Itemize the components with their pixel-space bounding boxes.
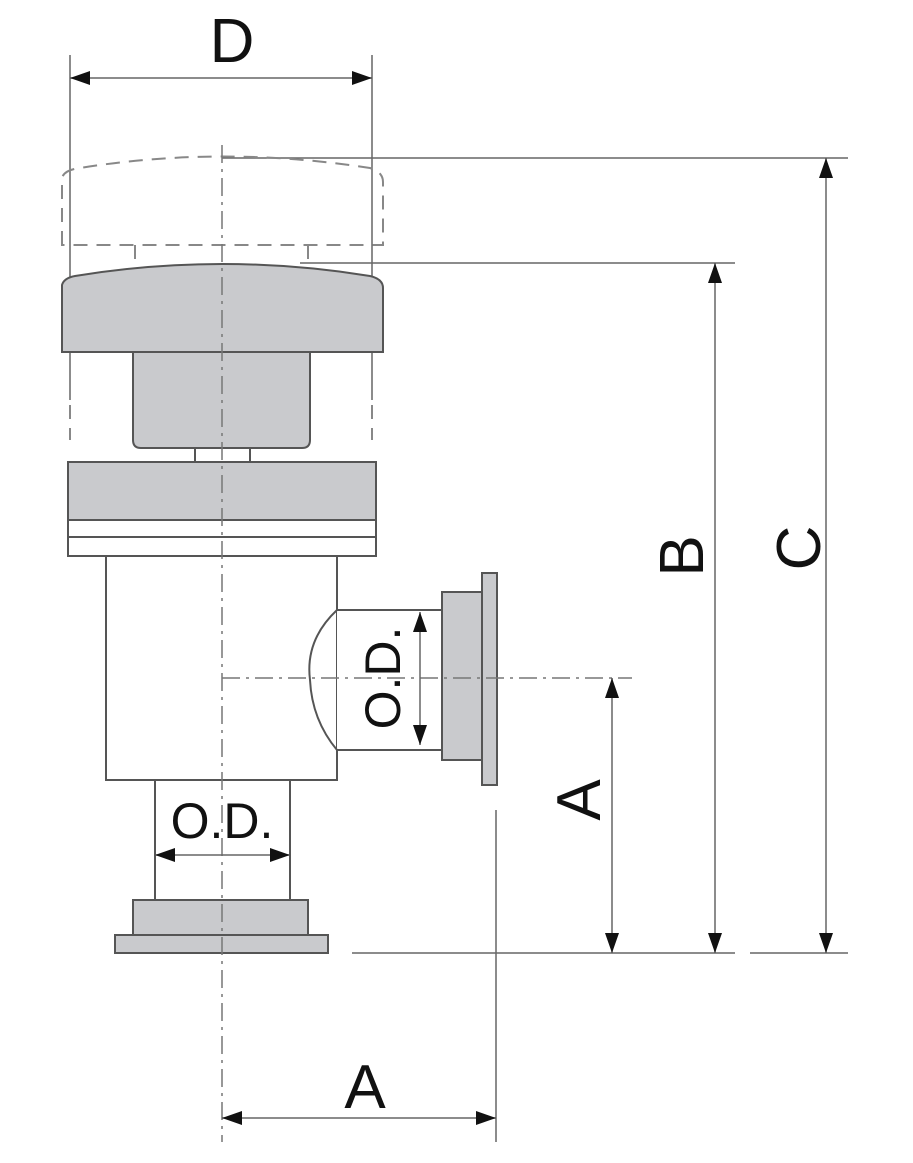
- dimension-d-label: D: [210, 7, 255, 76]
- dimension-od-side-label: O.D.: [355, 627, 411, 730]
- dimension-a-horizontal-label: A: [344, 1053, 386, 1122]
- dimension-b-label: B: [648, 535, 717, 576]
- dimension-c-label: C: [765, 526, 834, 571]
- dimension-od-bottom-label: O.D.: [171, 793, 274, 849]
- handwheel-knob: [61, 263, 384, 353]
- bottom-port-flange: [132, 899, 309, 936]
- open-position-outline: [61, 155, 384, 246]
- side-port-flange-rim: [481, 572, 498, 786]
- side-port-flange: [441, 591, 483, 761]
- dimension-a-vertical-label: A: [545, 779, 614, 821]
